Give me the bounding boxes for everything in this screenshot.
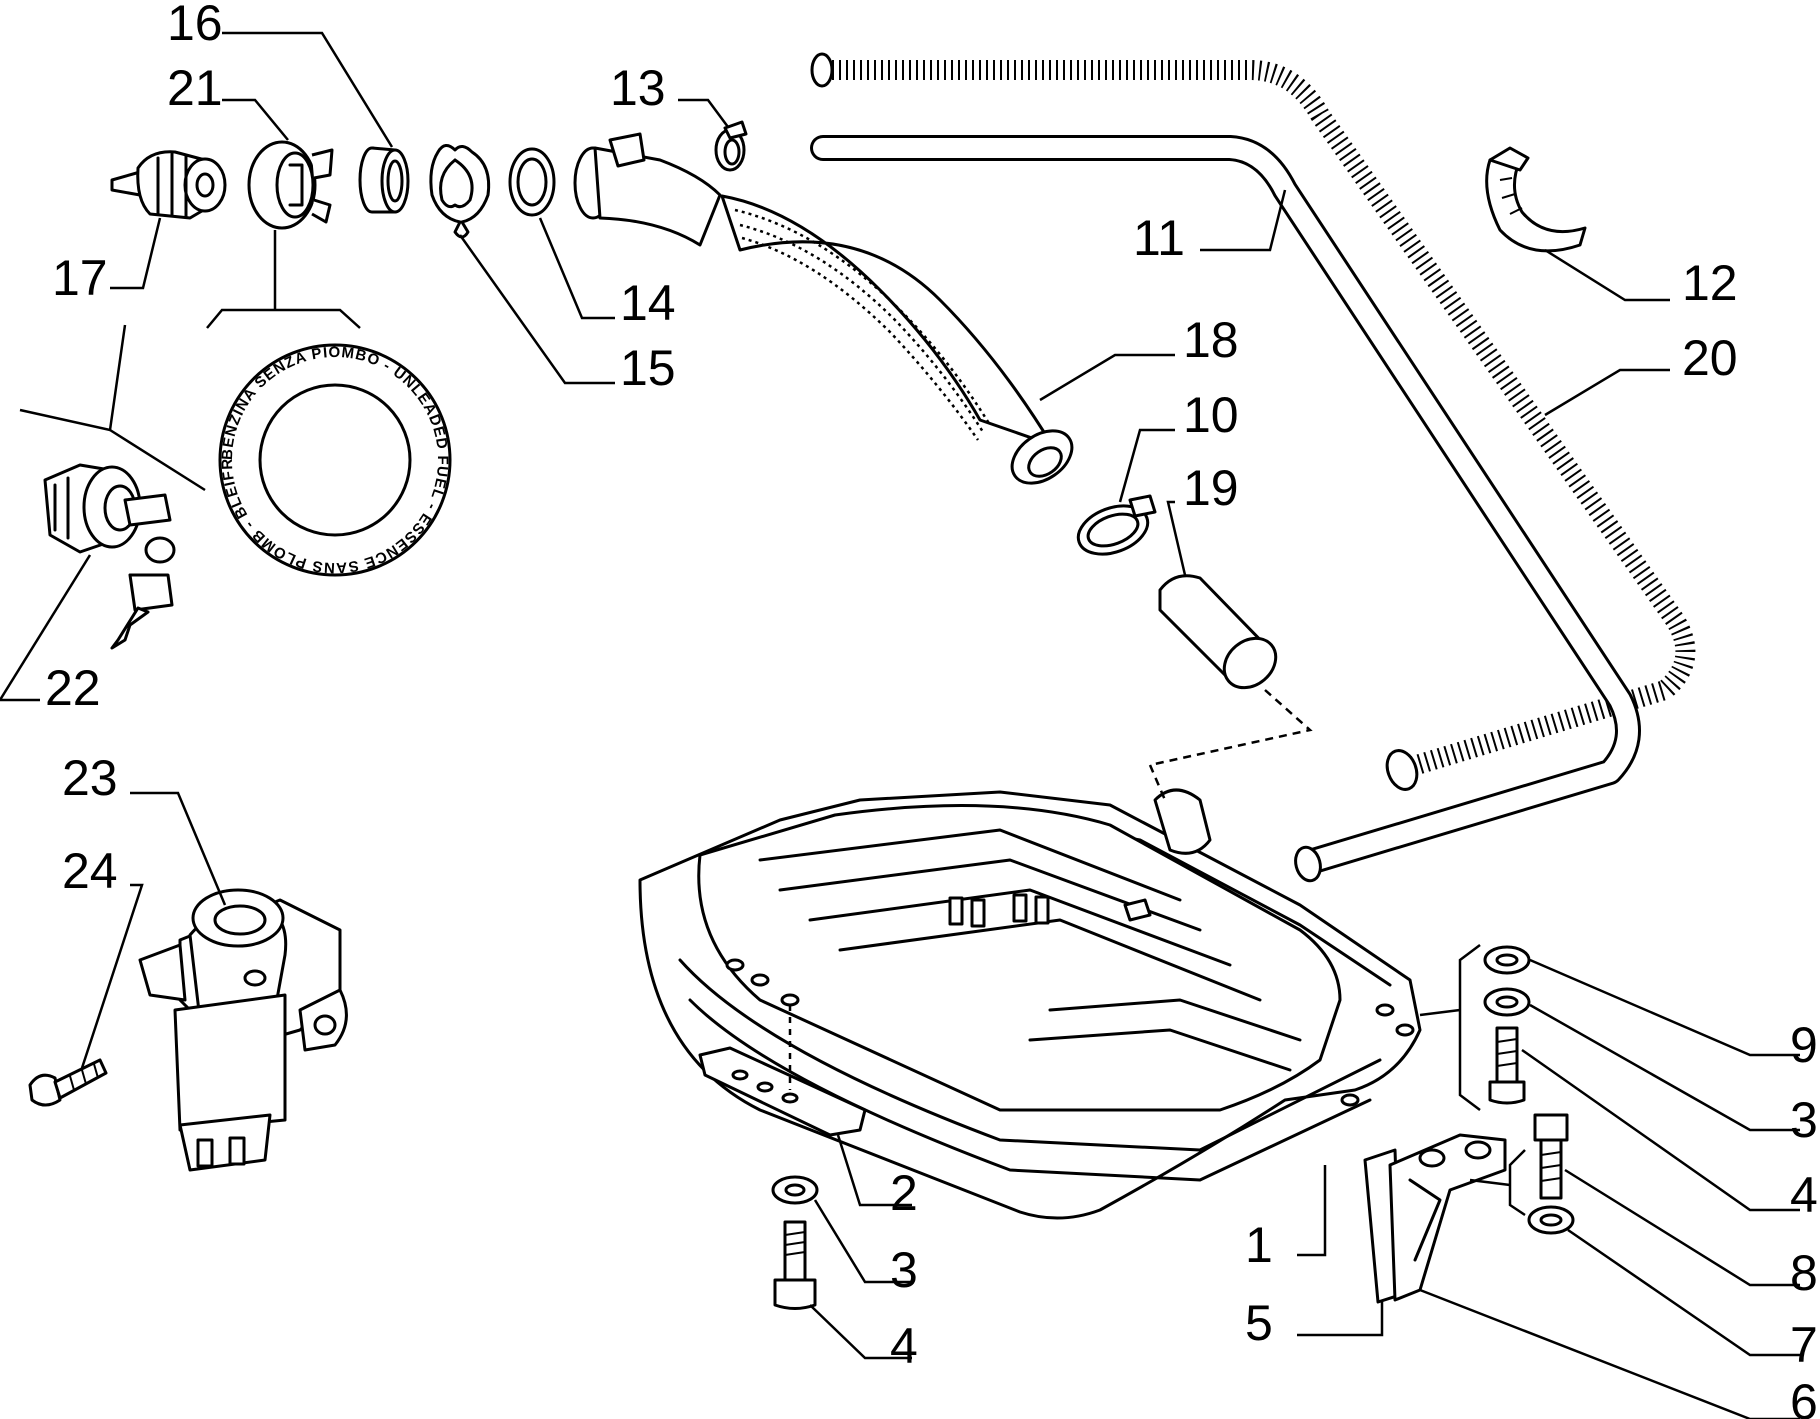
part-14-o-ring xyxy=(508,147,556,217)
callout-20: 20 xyxy=(1682,330,1738,386)
part-18-filler-neck-hose xyxy=(573,132,1074,485)
part-10-hose-clamp xyxy=(1076,494,1157,556)
callout-2: 2 xyxy=(890,1165,918,1221)
part-2-strap-bracket xyxy=(698,1046,867,1137)
part-20-vent-hose xyxy=(810,52,1697,791)
part-21-cap-ring xyxy=(247,140,334,230)
callout-9: 9 xyxy=(1790,1017,1818,1073)
callout-3-left: 3 xyxy=(890,1242,918,1298)
callout-8: 8 xyxy=(1790,1245,1818,1301)
callout-24: 24 xyxy=(62,843,118,899)
callout-19: 19 xyxy=(1183,460,1239,516)
part-13-hose-clamp xyxy=(714,120,748,172)
part-16-sleeve-ring xyxy=(358,146,410,214)
part-11-smooth-pipe xyxy=(810,135,1641,883)
part-19-short-pipe xyxy=(1158,574,1278,690)
callout-7: 7 xyxy=(1790,1317,1818,1373)
callout-13: 13 xyxy=(610,60,666,116)
callout-10: 10 xyxy=(1183,387,1239,443)
callout-21: 21 xyxy=(167,60,223,116)
callout-16: 16 xyxy=(167,0,223,51)
part-6-mounting-bracket xyxy=(1388,1133,1507,1302)
part-22-lock-and-keys xyxy=(43,463,176,650)
part-3-4-left-washer-bolt xyxy=(771,1175,819,1310)
callout-6: 6 xyxy=(1790,1374,1818,1419)
part-23-lock-housing xyxy=(138,888,348,1172)
callout-14: 14 xyxy=(620,275,676,331)
callout-1: 1 xyxy=(1245,1217,1273,1273)
part-8-7-bolt-washer xyxy=(1527,1113,1575,1235)
callout-4-left: 4 xyxy=(890,1318,918,1374)
part-9-3-4-right-hardware xyxy=(1483,945,1531,1105)
callout-17: 17 xyxy=(52,250,108,306)
part-17-filler-cap-body xyxy=(110,150,227,220)
callout-15: 15 xyxy=(620,340,676,396)
callout-12: 12 xyxy=(1682,255,1738,311)
callout-4-right: 4 xyxy=(1790,1167,1818,1223)
callout-3-right: 3 xyxy=(1790,1092,1818,1148)
callout-22: 22 xyxy=(45,660,101,716)
part-15-spring-clip xyxy=(429,144,491,239)
callout-18: 18 xyxy=(1183,312,1239,368)
part-12-bracket-clip xyxy=(1485,146,1587,253)
callout-23: 23 xyxy=(62,750,118,806)
callout-11: 11 xyxy=(1133,210,1185,266)
callout-5: 5 xyxy=(1245,1295,1273,1351)
leader-lines xyxy=(0,31,1800,1419)
part-24-screw xyxy=(28,1058,108,1107)
callout-labels: 16 21 17 13 14 15 11 12 18 20 10 19 22 2… xyxy=(45,0,1818,1419)
